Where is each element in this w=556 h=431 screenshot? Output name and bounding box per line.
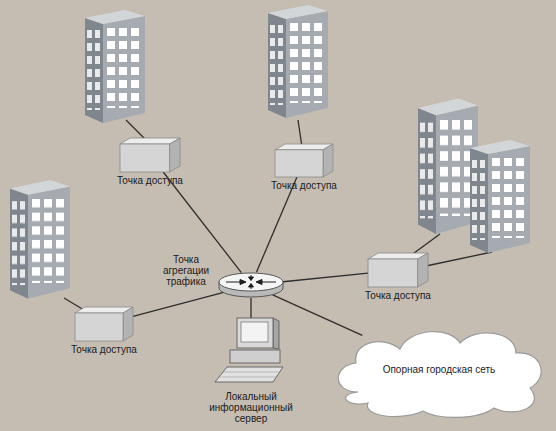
access-point-shape [368,253,428,287]
server-computer: Локальный информационный сервер [213,318,289,384]
building [85,10,145,123]
node-label: Опорная городская сеть [328,364,550,375]
keyboard [215,367,283,382]
node-label: Точка доступа [353,290,443,301]
box-front [368,259,418,287]
box-front [275,150,323,177]
building [10,180,70,299]
building [470,140,530,253]
monitor [237,318,273,348]
backbone-cloud: Опорная городская сеть [328,322,550,418]
access-point: Точка доступа [75,307,133,341]
wire [298,120,302,147]
access-point-shape [275,144,333,177]
server-computer-shape [213,318,289,384]
node-label: Точка доступа [259,180,349,191]
access-point: Точка доступа [120,138,180,172]
node-label: Точка агрегации трафика [156,254,216,287]
building [418,98,478,234]
access-point-shape [75,307,133,341]
box-side [170,138,180,172]
aggregation-router-shape [218,272,284,298]
wire [126,120,146,140]
building [268,5,328,118]
node-label: Локальный информационный сервер [201,391,301,424]
box-front [75,313,123,341]
access-point: Точка доступа [368,253,428,287]
network-link [256,177,297,272]
box-side [323,144,333,177]
node-label: Точка доступа [59,344,149,355]
network-link [133,292,224,316]
aggregation-router: Точка агрегации трафика [218,272,284,298]
node-label: Точка доступа [105,175,195,186]
wire [64,298,84,310]
network-link [283,273,368,282]
monitor-side [273,318,279,349]
network-link [273,295,363,336]
box-front [120,144,170,172]
box-side [123,307,133,341]
router-arrows [226,275,276,289]
monitor-screen [241,322,268,342]
access-point-shape [120,138,180,172]
network-link [250,298,251,318]
wire [426,252,492,266]
system-unit [230,350,280,363]
box-side [418,253,428,287]
router-top [219,273,283,291]
keyboard-keys [219,372,279,377]
access-point: Точка доступа [275,144,333,177]
